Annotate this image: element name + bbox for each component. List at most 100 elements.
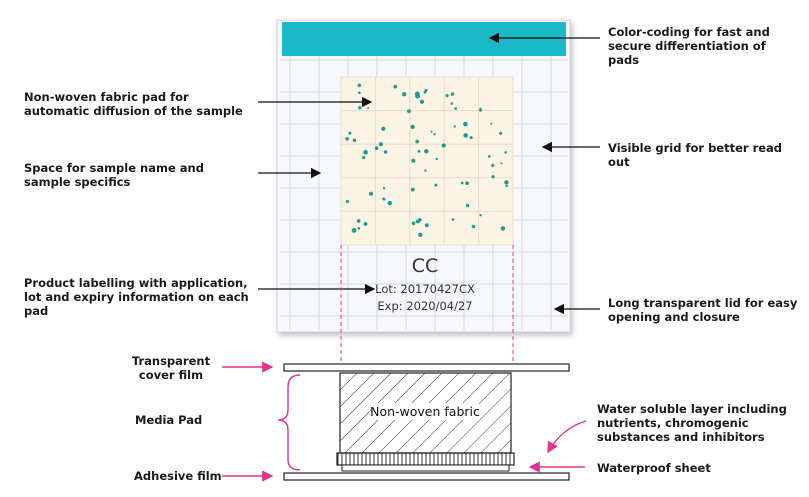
- color-code-band: [282, 22, 566, 56]
- colony-dot: [433, 133, 436, 136]
- product-card: [276, 19, 571, 333]
- label-adhesive-film: Adhesive film: [134, 469, 222, 483]
- leader-arrows: [258, 32, 600, 315]
- colony-dot: [445, 94, 449, 98]
- label-cover-film: Transparent cover film: [131, 354, 211, 382]
- label-sample-space: Space for sample name and sample specifi…: [24, 161, 204, 189]
- colony-dot: [381, 126, 386, 131]
- colony-dot: [504, 180, 509, 185]
- colony-dot: [460, 181, 464, 185]
- colony-dot: [454, 107, 458, 110]
- adhesive-film: [283, 472, 570, 481]
- colony-dot: [471, 224, 476, 229]
- pad-expiry: Exp: 2020/04/27: [377, 299, 473, 313]
- media-pad-brace: [277, 374, 301, 471]
- pad-grid: [340, 76, 514, 246]
- colony-dot: [479, 108, 482, 112]
- colony-dot: [410, 124, 415, 129]
- colony-dot: [430, 130, 433, 133]
- cross-section: [283, 363, 570, 481]
- label-color-coding: Color-coding for fast and secure differe…: [608, 25, 770, 67]
- colony-dot: [374, 146, 379, 150]
- colony-dot: [383, 150, 388, 154]
- colony-dot: [402, 92, 407, 97]
- colony-dot: [358, 91, 361, 95]
- colony-dot: [453, 125, 456, 128]
- colony-dot: [352, 138, 357, 142]
- colony-dot: [363, 222, 368, 226]
- colony-dot: [382, 187, 386, 190]
- colony-dot: [504, 151, 508, 154]
- label-visible-grid: Visible grid for better read out: [608, 141, 783, 169]
- label-waterproof-sheet: Waterproof sheet: [597, 461, 711, 475]
- colony-dot: [356, 219, 361, 223]
- colony-dot: [451, 218, 455, 221]
- pink-annotations: [222, 361, 587, 482]
- colony-dot: [424, 169, 427, 172]
- colony-dot: [345, 137, 349, 141]
- colony-dot: [357, 227, 361, 230]
- colony-dot: [393, 84, 398, 89]
- colony-dot: [382, 197, 386, 201]
- colony-dot: [499, 131, 503, 135]
- colony-dot: [441, 143, 446, 148]
- colony-dot: [419, 99, 425, 104]
- colony-dot: [410, 187, 415, 192]
- colony-dot: [351, 228, 357, 233]
- label-media-pad: Media Pad: [135, 413, 203, 427]
- label-nonwoven-pad: Non-woven fabric pad for automatic diffu…: [24, 90, 243, 118]
- colony-dot: [418, 232, 423, 237]
- colony-dot: [414, 91, 420, 97]
- pad-lot: Lot: 20170427CX: [375, 282, 475, 296]
- label-product-labelling: Product labelling with application, lot …: [24, 276, 249, 318]
- colony-dot: [423, 90, 427, 94]
- cover-film: [283, 363, 570, 372]
- colony-dot: [465, 203, 470, 208]
- colony-dot: [500, 226, 506, 231]
- colony-dot: [505, 184, 508, 188]
- colony-dot: [463, 133, 469, 138]
- projection-lines: [340, 245, 514, 362]
- label-water-soluble-layer: Water soluble layer including nutrients,…: [597, 402, 787, 444]
- colony-dot: [407, 109, 411, 113]
- colony-dot: [357, 83, 362, 88]
- colony-dot: [450, 102, 454, 105]
- colony-dot: [469, 136, 473, 140]
- colony-dot: [491, 175, 495, 179]
- colony-dot: [424, 223, 429, 228]
- colony-dot: [450, 92, 455, 96]
- colony-dots: [345, 83, 509, 237]
- colony-dot: [487, 155, 491, 158]
- colony-dot: [424, 149, 429, 154]
- colony-dot: [367, 107, 370, 109]
- card-grid: [280, 56, 568, 330]
- colony-dot: [463, 121, 468, 127]
- waterproof-sheet: [341, 464, 510, 472]
- colony-dot: [465, 181, 469, 185]
- colony-dot: [490, 122, 493, 125]
- pad-code: CC: [411, 255, 439, 277]
- colony-dot: [479, 214, 482, 217]
- colony-dot: [369, 191, 373, 196]
- colony-dot: [434, 183, 438, 187]
- colony-dot: [415, 219, 420, 224]
- colony-dot: [358, 106, 362, 110]
- colony-dot: [415, 139, 420, 144]
- colony-dot: [362, 155, 366, 160]
- colony-dot: [435, 157, 438, 161]
- colony-dot: [387, 200, 392, 206]
- colony-dot: [411, 221, 416, 226]
- colony-dot: [417, 150, 421, 153]
- fabric-label-bg: [371, 403, 479, 420]
- colony-dot: [348, 131, 352, 135]
- arrow-water-soluble: [547, 420, 587, 454]
- colony-dot: [345, 199, 349, 204]
- colony-dot: [500, 162, 503, 165]
- colony-dot: [411, 158, 416, 163]
- label-transparent-lid: Long transparent lid for easy opening an…: [608, 296, 798, 324]
- colony-dot: [491, 163, 495, 167]
- water-soluble-layer: [336, 452, 515, 466]
- colony-dot: [378, 142, 383, 147]
- label-non-woven-fabric: Non-woven fabric: [370, 404, 480, 419]
